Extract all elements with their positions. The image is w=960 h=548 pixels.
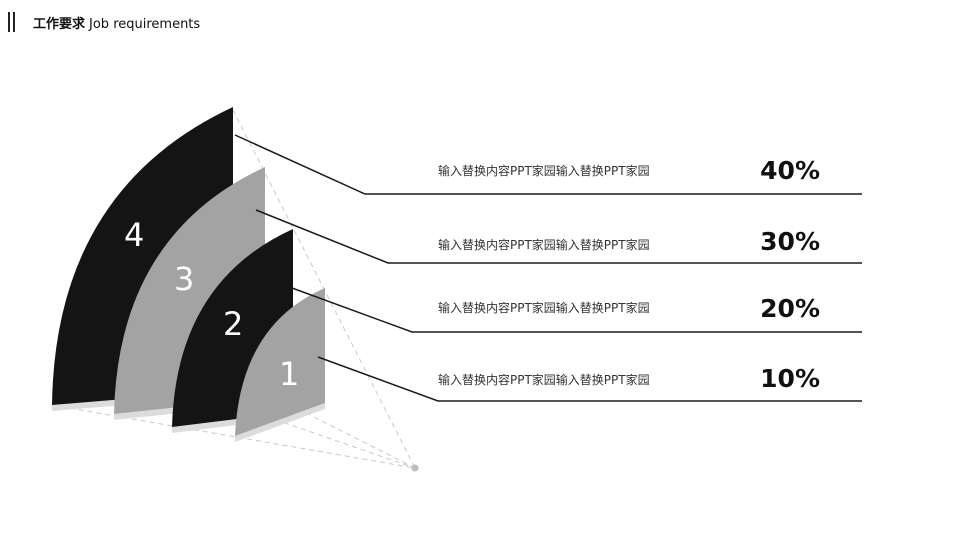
row-text-2: 输入替换内容PPT家园输入替换PPT家园 — [438, 301, 650, 315]
header-bars-icon — [8, 12, 15, 32]
row-percent-4: 40% — [760, 156, 820, 185]
leader-line-1 — [317, 356, 862, 402]
sail-level-1 — [235, 288, 325, 436]
level-number-3: 3 — [174, 260, 195, 298]
title-english: Job requirements — [89, 16, 201, 32]
level-number-4: 4 — [124, 216, 145, 254]
level-number-1: 1 — [279, 355, 300, 393]
leader-line-4 — [234, 134, 862, 195]
vanishing-point — [411, 464, 419, 472]
leader-line-3 — [255, 209, 862, 264]
row-percent-3: 30% — [760, 227, 820, 256]
row-percent-2: 20% — [760, 294, 820, 323]
row-text-3: 输入替换内容PPT家园输入替换PPT家园 — [438, 238, 650, 252]
row-text-1: 输入替换内容PPT家园输入替换PPT家园 — [438, 373, 650, 387]
leader-line-2 — [291, 287, 862, 333]
row-percent-1: 10% — [760, 364, 820, 393]
title-chinese: 工作要求 — [33, 16, 86, 32]
row-text-4: 输入替换内容PPT家园输入替换PPT家园 — [438, 164, 650, 178]
level-number-2: 2 — [223, 305, 244, 343]
